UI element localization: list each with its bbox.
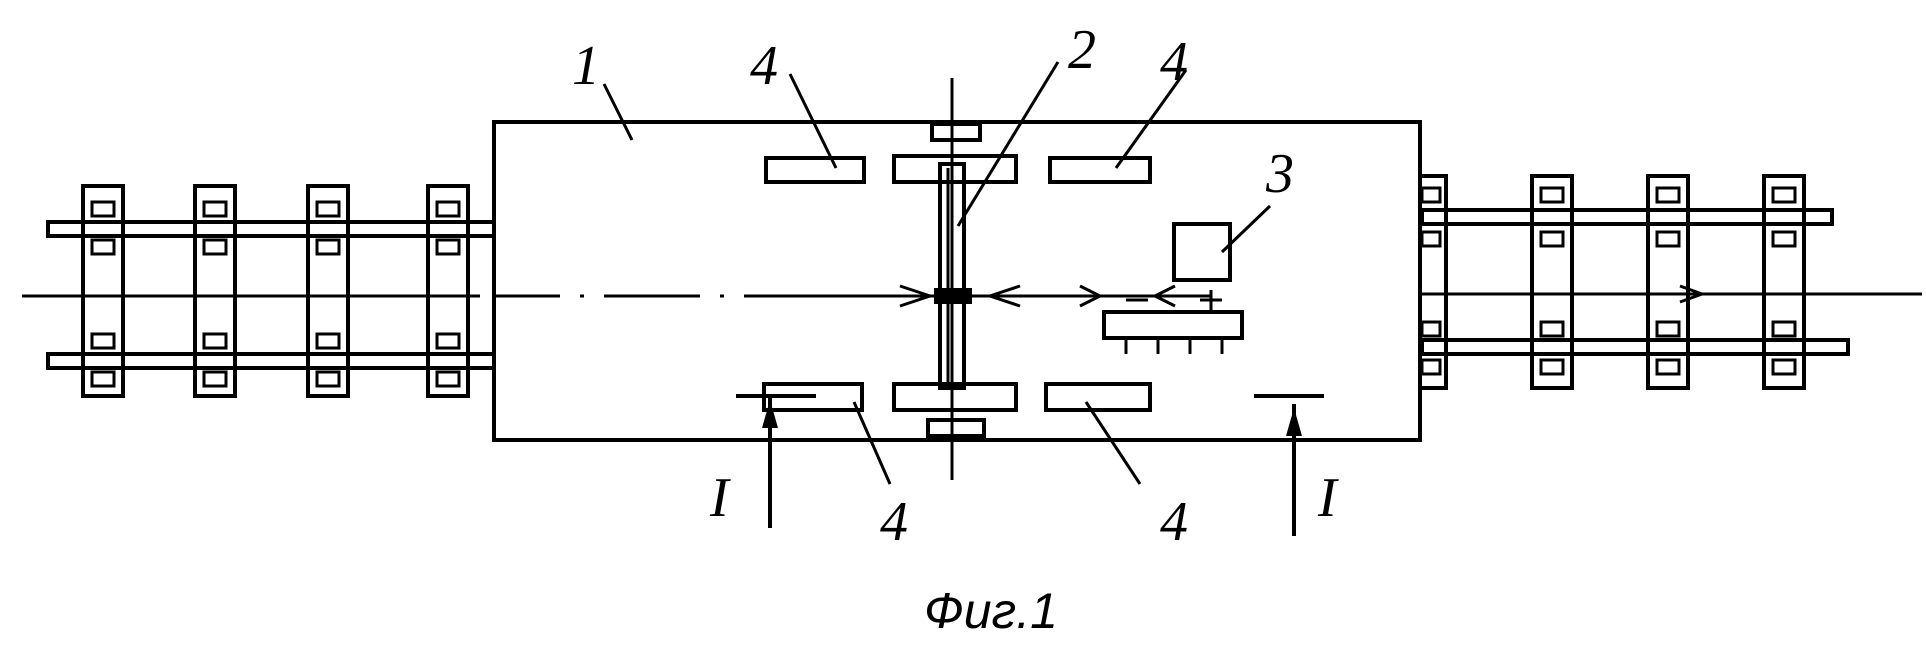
axle-hub [934,288,972,304]
label-axle: 2 [1068,19,1096,81]
left-track [48,186,498,396]
label-pad-bottom-left: 4 [880,491,908,553]
right-track [1418,176,1848,388]
figure-caption: Фиг.1 [924,583,1058,639]
label-section-left: I [709,467,731,529]
left-track-sleepers [83,186,468,396]
label-pad-bottom-right: 4 [1160,491,1188,553]
label-pad-top-right: 4 [1160,31,1188,93]
right-track-sleepers [1418,176,1804,388]
label-section-right: I [1317,467,1339,529]
label-pad-top-left: 4 [750,35,778,97]
label-platform: 1 [572,35,600,97]
label-unit: 3 [1265,143,1294,205]
